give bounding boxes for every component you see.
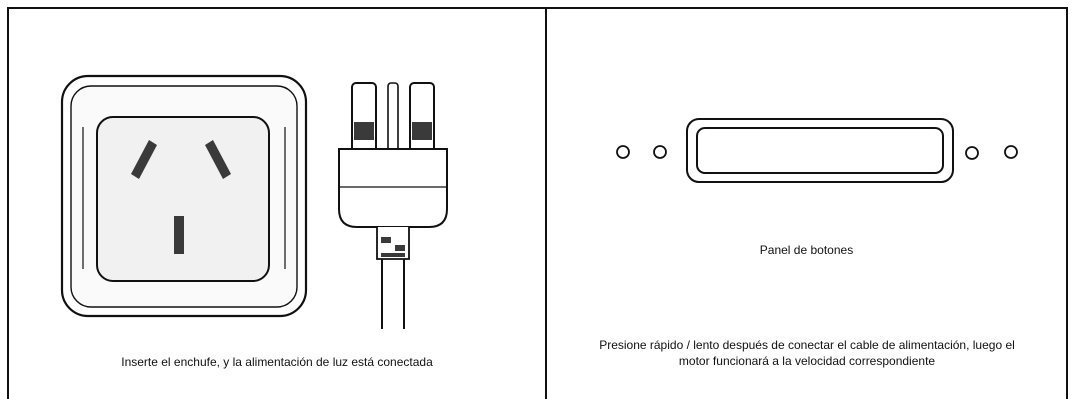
button-left-1 — [616, 145, 630, 159]
button-left-2 — [653, 145, 667, 159]
left-caption: Inserte el enchufe, y la alimentación de… — [121, 355, 433, 369]
socket-slots — [131, 140, 231, 254]
left-panel: Inserte el enchufe, y la alimentación de… — [9, 9, 545, 399]
diagram-frame — [7, 7, 1068, 399]
button-panel-illustration — [616, 118, 1018, 183]
power-plug-icon — [338, 82, 448, 329]
wall-outlet-icon — [60, 74, 308, 318]
button-panel-label: Panel de botones — [759, 243, 854, 257]
panel-divider — [545, 7, 547, 399]
button-right-2 — [1004, 145, 1018, 159]
right-caption: Presione rápido / lento después de conec… — [599, 338, 1015, 368]
right-panel: Panel de botones Presione rápido / lento… — [547, 9, 1066, 399]
button-panel-icon — [616, 118, 1018, 183]
button-right-1 — [965, 146, 979, 160]
socket-and-plug-illustration — [60, 74, 448, 329]
